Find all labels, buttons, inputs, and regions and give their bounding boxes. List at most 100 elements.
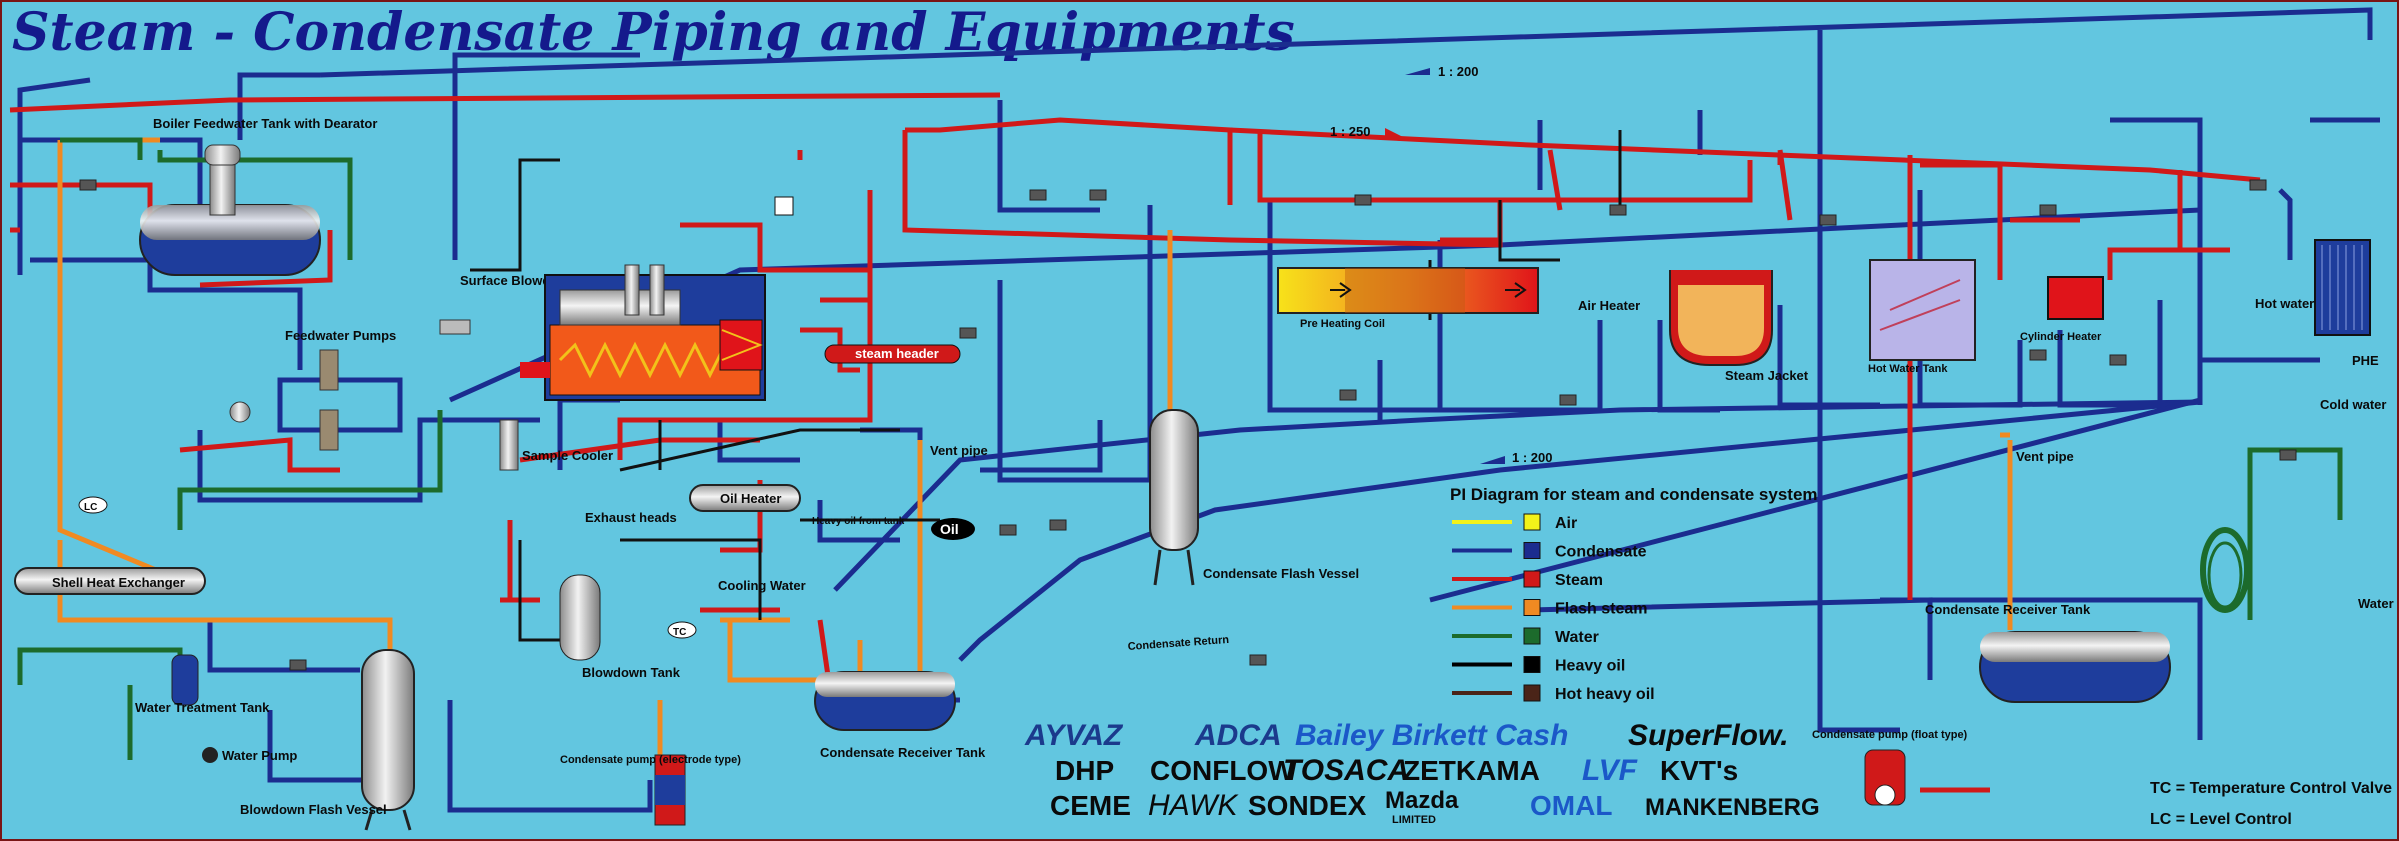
water-treatment-tank[interactable] [171,654,199,706]
legend-label: Flash steam [1555,601,1647,618]
brand-adca: ADCA [1194,719,1282,752]
boiler[interactable] [520,264,766,401]
label-exhaust-heads: Exhaust heads [585,510,677,525]
legend-swatch [1523,542,1541,559]
tc-tag [667,621,697,639]
label-slope-top: 1 : 200 [1438,64,1478,79]
label-cylinder-heater: Cylinder Heater [2020,331,2102,343]
steam-header[interactable]: steam header [824,344,961,364]
label-oil: Oil [940,521,959,537]
label-blowdown-flash-vessel: Blowdown Flash Vessel [240,802,387,817]
label-boiler-feedwater-tank: Boiler Feedwater Tank with Dearator [153,116,377,131]
label-hot-water: Hot water [2255,296,2314,311]
phe[interactable] [2314,239,2371,336]
blowdown-flash-vessel[interactable] [361,649,415,831]
lc-tag [78,496,108,514]
label-condensate-receiver-tank-1: Condensate Receiver Tank [820,745,986,760]
brand-logos: AYVAZ ADCA Bailey Birkett Cash SuperFlow… [1024,719,1820,826]
brand-mankenberg: MANKENBERG [1645,794,1820,821]
legend-swatch [1523,570,1541,588]
label-shell-heat-exchanger: Shell Heat Exchanger [52,575,185,590]
label-slope-lower: 1 : 200 [1512,450,1552,465]
brand-lvf: LVF [1582,754,1638,787]
legend-label: Water [1555,629,1599,646]
steam-jacket[interactable] [1669,270,1773,366]
label-condensate-return: Condensate Return [1127,634,1229,653]
legend-title: PI Diagram for steam and condensate syst… [1450,485,1818,504]
label-steam-jacket: Steam Jacket [1725,368,1809,383]
brand-ayvaz: AYVAZ [1024,719,1124,752]
legend-label: Heavy oil [1555,658,1625,675]
label-condensate-receiver-tank-2: Condensate Receiver Tank [1925,602,2091,617]
label-sample-cooler: Sample Cooler [522,448,613,463]
legend-label: Hot heavy oil [1555,686,1655,703]
legend-label: Steam [1555,572,1603,589]
condensate-pipes [17,7,2380,813]
condensate-flash-vessel[interactable] [1149,409,1199,586]
surface-blowdown-valve[interactable] [439,319,471,335]
label-tc-tag: TC [673,627,686,638]
legend-swatch [1523,599,1541,616]
brand-conflow: CONFLOW [1150,755,1295,786]
boiler-feedwater-tank[interactable] [139,144,321,276]
label-cold-water: Cold water [2320,397,2386,412]
oil-heater[interactable]: Oil Heater [689,484,801,512]
label-feedwater-pumps: Feedwater Pumps [285,328,396,343]
legend-swatch [1523,513,1541,531]
hot-water-tank[interactable] [1869,259,1976,361]
label-condensate-pump-electrode: Condensate pump (electrode type) [560,754,741,766]
valves[interactable] [79,179,2297,671]
feedwater-pumps[interactable] [229,349,403,451]
label-cooling-water: Cooling Water [718,578,806,593]
legend-swatch [1523,627,1541,645]
brand-sondex: SONDEX [1248,790,1367,821]
condensate-receiver-tank-2[interactable] [1979,631,2171,703]
blowdown-tank[interactable] [559,574,601,661]
brand-tosaca: TOSACA [1283,754,1409,787]
condensate-pump-float[interactable] [1864,749,1906,806]
label-water-treatment-tank: Water Treatment Tank [135,700,270,715]
label-heavy-oil-from-tank: Heavy oil from tank [812,516,905,527]
label-blowdown-tank: Blowdown Tank [582,665,681,680]
condensate-pump-electrode[interactable] [654,754,686,826]
label-condensate-pump-float: Condensate pump (float type) [1812,729,1968,741]
label-steam-header: steam header [855,346,939,361]
label-pre-heating-coil: Pre Heating Coil [1300,318,1385,330]
brand-mazda-limited: LIMITED [1392,814,1436,826]
slope-markers: 1 : 200 1 : 250 1 : 200 [1330,64,1552,465]
legend-swatch [1523,684,1541,702]
brand-omal: OMAL [1530,790,1612,821]
brand-ceme: CEME [1050,790,1131,821]
label-water: Water [2358,596,2394,611]
condensate-receiver-tank-1[interactable] [814,671,956,731]
air-heater[interactable] [1277,267,1539,314]
brand-dhp: DHP [1055,755,1114,786]
label-condensate-flash-vessel: Condensate Flash Vessel [1203,566,1359,581]
label-phe: PHE [2352,353,2379,368]
brand-bailey-birkett-cash: Bailey Birkett Cash [1295,719,1568,752]
brand-hawk: HAWK [1148,789,1239,822]
oil-tag: Oil [931,518,975,540]
legend: PI Diagram for steam and condensate syst… [1450,485,1818,703]
diagram-title: Steam - Condensate Piping and Equipments [12,2,1295,63]
brand-superflow: SuperFlow. [1628,719,1789,752]
label-air-heater: Air Heater [1578,298,1640,313]
note-lc: LC = Level Control [2150,811,2292,828]
label-oil-heater: Oil Heater [720,491,781,506]
label-vent-pipe-2: Vent pipe [2016,449,2074,464]
label-vent-pipe-1: Vent pipe [930,443,988,458]
legend-label: Condensate [1555,544,1647,561]
sample-cooler[interactable] [499,419,519,471]
water-pump[interactable] [202,747,218,763]
shell-heat-exchanger[interactable]: Shell Heat Exchanger [14,567,206,595]
legend-label: Air [1555,515,1577,532]
brand-mazda: Mazda [1385,787,1459,814]
legend-swatch [1523,656,1541,673]
water-coil[interactable] [2200,527,2250,613]
vent-box-icon [774,196,794,216]
label-lc-tag: LC [84,502,97,513]
cylinder-heater[interactable] [2047,276,2104,320]
